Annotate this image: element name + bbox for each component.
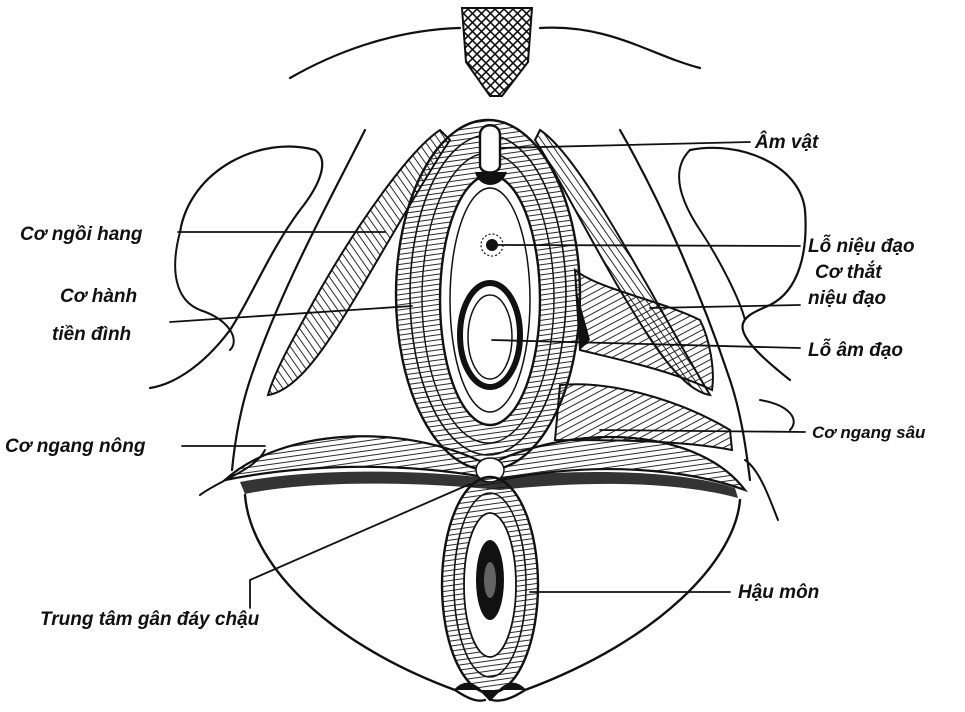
label-co-ngang-nong: Cơ ngang nông [5, 436, 146, 457]
label-lo-nieu-dao: Lỗ niệu đạo [808, 235, 915, 257]
label-co-ngang-sau: Cơ ngang sâu [812, 423, 926, 442]
label-co-hanh-1: Cơ hành [60, 286, 137, 307]
label-co-that-2: niệu đạo [808, 288, 886, 309]
urethral-orifice [486, 239, 498, 251]
right-thigh-inner [679, 150, 745, 320]
left-thigh-inner [175, 232, 234, 350]
label-trung-tam-gan: Trung tâm gân đáy chậu [40, 609, 260, 630]
label-hau-mon: Hậu môn [738, 582, 819, 603]
label-am-vat: Âm vật [754, 131, 819, 153]
label-co-ngoi-hang: Cơ ngồi hang [20, 224, 143, 245]
label-lo-am-dao: Lỗ âm đạo [808, 339, 903, 361]
label-co-that-1: Cơ thắt [815, 261, 882, 283]
pubic-symphysis [462, 8, 532, 96]
clitoris [480, 125, 500, 172]
label-co-hanh-2: tiền đình [52, 324, 131, 345]
